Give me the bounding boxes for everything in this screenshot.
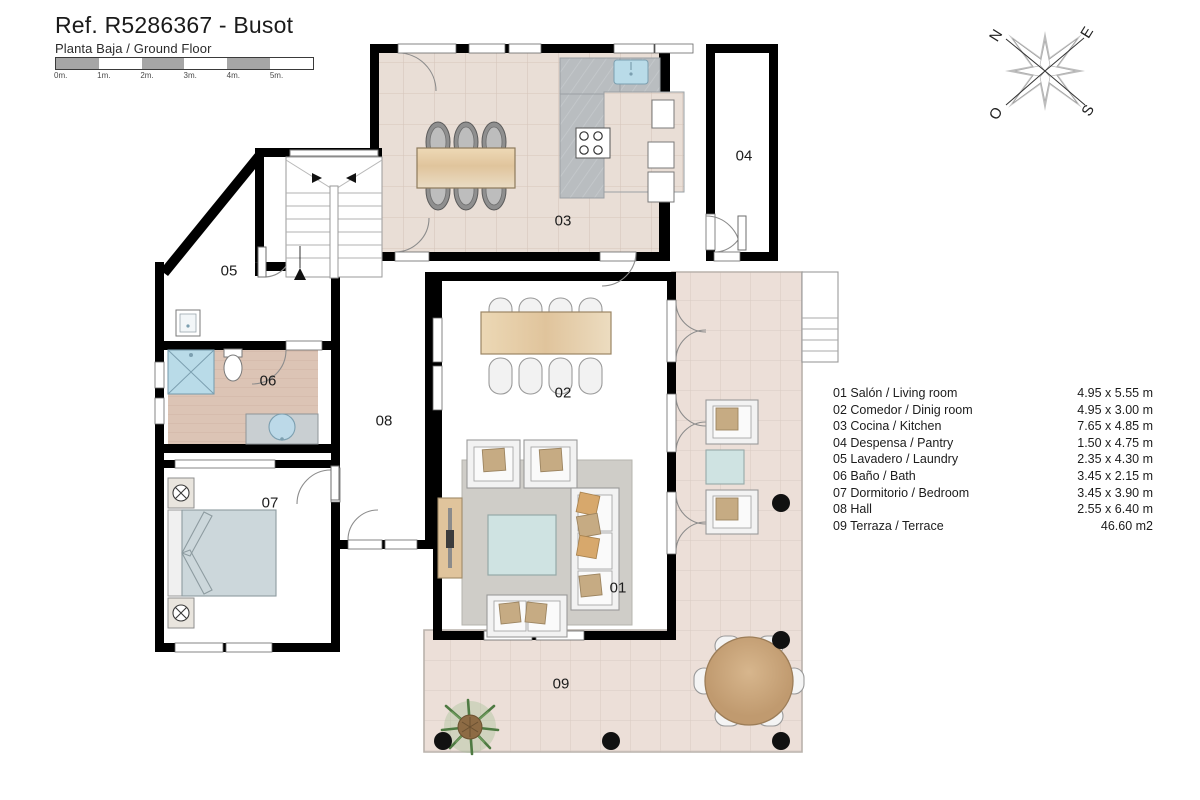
- tv-console: [437, 497, 463, 579]
- legend-room-name: 06 Baño / Bath: [833, 468, 916, 483]
- terrace-columns: [434, 494, 790, 750]
- terrace-armchair-top: [705, 399, 759, 445]
- terrace-armchair-bottom: [705, 489, 759, 535]
- page-title: Ref. R5286367 - Busot: [55, 12, 294, 38]
- armchair-right: [523, 439, 578, 489]
- scale-tick-2: 2m.: [140, 71, 154, 80]
- scale-segment-5: [270, 58, 313, 69]
- legend-row: 05 Lavadero / Laundry 2.35 x 4.30 m: [833, 451, 1153, 468]
- scale-tick-0: 0m.: [54, 71, 68, 80]
- nightstand-bottom: [167, 597, 195, 629]
- kitchen-furniture: [416, 57, 685, 211]
- legend-row: 01 Salón / Living room 4.95 x 5.55 m: [833, 385, 1153, 402]
- legend-room-dimensions: 3.45 x 3.90 m: [1077, 485, 1153, 500]
- legend-row: 03 Cocina / Kitchen 7.65 x 4.85 m: [833, 418, 1153, 435]
- terrace-plant: [440, 698, 500, 756]
- diagonal-wall: [160, 152, 264, 276]
- bedroom-door-leaf: [330, 465, 340, 501]
- exterior-stairs: [801, 271, 839, 363]
- scale-bar: 0m. 1m. 2m. 3m. 4m. 5m.: [54, 57, 314, 83]
- legend-room-dimensions: 46.60 m2: [1100, 518, 1153, 533]
- legend-row: 08 Hall 2.55 x 6.40 m: [833, 501, 1153, 518]
- scale-bar-track: [55, 57, 314, 70]
- terrace-side-table: [705, 449, 745, 485]
- legend-room-name: 08 Hall: [833, 502, 872, 517]
- page-subtitle: Planta Baja / Ground Floor: [55, 41, 212, 56]
- dining-furniture: [480, 297, 612, 395]
- legend-room-name: 09 Terraza / Terrace: [833, 518, 944, 533]
- armchair-left: [466, 439, 521, 489]
- legend-room-name: 05 Lavadero / Laundry: [833, 452, 959, 467]
- legend-row: 02 Comedor / Dinig room 4.95 x 3.00 m: [833, 402, 1153, 419]
- terrace-round-table-set: [693, 635, 805, 727]
- scale-segment-1: [98, 58, 142, 69]
- scale-segment-3: [184, 58, 228, 69]
- scale-tick-5: 5m.: [269, 71, 284, 80]
- legend-room-name: 01 Salón / Living room: [833, 386, 958, 400]
- legend-row: 07 Dormitorio / Bedroom 3.45 x 3.90 m: [833, 485, 1153, 502]
- header: Ref. R5286367 - Busot Planta Baja / Grou…: [55, 12, 293, 56]
- scale-segment-2: [141, 58, 185, 69]
- legend-room-dimensions: 4.95 x 5.55 m: [1077, 386, 1153, 400]
- room-legend: 01 Salón / Living room 4.95 x 5.55 m 02 Co…: [833, 385, 1153, 534]
- kitchen-appliances: [647, 99, 675, 203]
- kitchen-table-chairs: [416, 121, 516, 211]
- coffee-table: [487, 514, 557, 576]
- door-swings: [251, 52, 745, 553]
- legend-room-dimensions: 7.65 x 4.85 m: [1077, 419, 1153, 434]
- legend-room-dimensions: 2.55 x 6.40 m: [1077, 502, 1153, 517]
- bath-fixtures: [167, 309, 319, 445]
- bed: [181, 509, 277, 597]
- bedroom-furniture: [167, 477, 277, 629]
- scale-segment-4: [227, 58, 271, 69]
- living-furniture: [437, 439, 633, 638]
- laundry-door: [257, 246, 267, 278]
- sofa-right: [570, 487, 620, 611]
- scale-bar-labels: 0m. 1m. 2m. 3m. 4m. 5m.: [54, 71, 314, 83]
- legend-room-name: 07 Dormitorio / Bedroom: [833, 485, 970, 500]
- legend-row: 04 Despensa / Pantry 1.50 x 4.75 m: [833, 435, 1153, 452]
- legend-room-name: 03 Cocina / Kitchen: [833, 419, 942, 434]
- legend-room-name: 04 Despensa / Pantry: [833, 435, 954, 450]
- staircase: [285, 149, 383, 280]
- nightstand-top: [167, 477, 195, 509]
- toilet: [223, 348, 243, 382]
- legend-room-name: 02 Comedor / Dinig room: [833, 402, 973, 417]
- scale-tick-4: 4m.: [226, 71, 240, 80]
- shower: [167, 349, 215, 395]
- scale-segment-0: [56, 58, 99, 69]
- terrace-furniture: [434, 399, 805, 756]
- kitchen-hob: [575, 127, 611, 159]
- pantry-door-leaf: [737, 215, 747, 251]
- legend-row: 06 Baño / Bath 3.45 x 2.15 m: [833, 468, 1153, 485]
- laundry-sink: [175, 309, 201, 337]
- scale-tick-1: 1m.: [97, 71, 111, 80]
- sofa-bottom: [486, 594, 568, 638]
- compass-rose: N E S O: [978, 8, 1113, 138]
- kitchen-sink: [613, 59, 649, 85]
- scale-tick-3: 3m.: [183, 71, 197, 80]
- dining-table: [480, 311, 612, 355]
- legend-room-dimensions: 3.45 x 2.15 m: [1077, 468, 1153, 483]
- legend-room-dimensions: 4.95 x 3.00 m: [1077, 402, 1153, 417]
- vanity: [245, 413, 319, 445]
- bed-headboard: [167, 509, 183, 597]
- legend-room-dimensions: 1.50 x 4.75 m: [1077, 435, 1153, 450]
- legend-room-dimensions: 2.35 x 4.30 m: [1077, 452, 1153, 467]
- legend-row: 09 Terraza / Terrace 46.60 m2: [833, 518, 1153, 535]
